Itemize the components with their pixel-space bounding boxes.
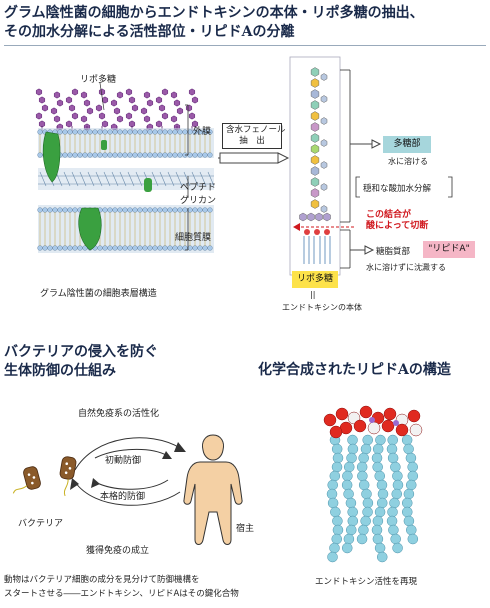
glycolipid-note: 水に溶けずに沈澱する [366,263,446,272]
defense-caption-line-1: 動物はバクテリア細胞の成分を見分けて防御機構を [4,575,200,585]
lipid-a-icon [303,229,331,264]
phenol-extraction-line-1: 含水フェノール [226,125,286,135]
polysaccharide-chain [299,67,331,222]
lps-chains-group [35,88,199,132]
defense-title-line-2: 生体防御の仕組み [4,363,116,379]
human-silhouette-icon [183,434,243,545]
phenol-extraction-box: 含水フェノール 抽 出 [222,123,286,149]
defense-caption-line-2: スタートさせる――エンドトキシン、リピドAはその鍵化合物 [4,589,239,599]
innate-activation-label: 自然免疫系の活性化 [78,409,160,419]
equivalence-symbol: || [310,290,316,299]
lipid-a-badge: "リピドA" [423,241,475,258]
host-label: 宿主 [236,524,255,534]
synthesis-caption: エンドトキシン活性を再現 [315,577,418,587]
lipid-a-molecule-icon [323,405,423,563]
bacterium-icon [12,456,77,497]
polysaccharide-badge: 多糖部 [383,136,431,153]
acquired-immunity-label: 獲得免疫の成立 [86,546,150,556]
defense-section-title: バクテリアの侵入を防ぐ 生体防御の仕組み [4,343,158,381]
peptidoglycan-label-2: グリカン [180,196,217,206]
phenol-extraction-line-2: 抽 出 [239,136,265,146]
cleavage-note-line-1: この結合が [366,210,412,220]
hydrolysis-label: 穏和な酸加水分解 [363,184,432,194]
bacteria-label: バクテリア [18,519,64,529]
cytoplasmic-membrane-label: 細胞質膜 [175,233,212,243]
initial-defense-label: 初動防御 [105,456,142,466]
title-line-1: グラム陰性菌の細胞からエンドトキシンの本体・リポ多糖の抽出、 [4,5,424,21]
cleavage-note: この結合が 酸によって切断 [366,210,428,232]
endotoxin-label: エンドトキシンの本体 [282,303,362,312]
peptidoglycan-label-1: ペプチド [180,183,217,193]
lps-label: リポ多糖 [80,75,117,85]
outer-membrane-label: 外膜 [193,127,212,137]
full-defense-label: 本格的防御 [100,492,146,502]
cleavage-note-line-2: 酸によって切断 [366,221,429,231]
defense-title-line-1: バクテリアの侵入を防ぐ [4,344,158,360]
polysaccharide-note: 水に溶ける [388,157,428,166]
glycolipid-label: 糖脂質部 [376,247,411,257]
membrane-caption: グラム陰性菌の細胞表層構造 [40,289,157,299]
title-line-2: その加水分解による活性部位・リピドAの分離 [4,24,295,40]
title-divider [4,45,486,46]
lps-badge: リポ多糖 [292,271,338,288]
page-title: グラム陰性菌の細胞からエンドトキシンの本体・リポ多糖の抽出、 その加水分解による… [4,4,486,42]
defense-arrows [74,437,181,506]
membrane-icon [37,128,215,253]
synthesis-section-title: 化学合成されたリピドAの構造 [258,362,451,378]
